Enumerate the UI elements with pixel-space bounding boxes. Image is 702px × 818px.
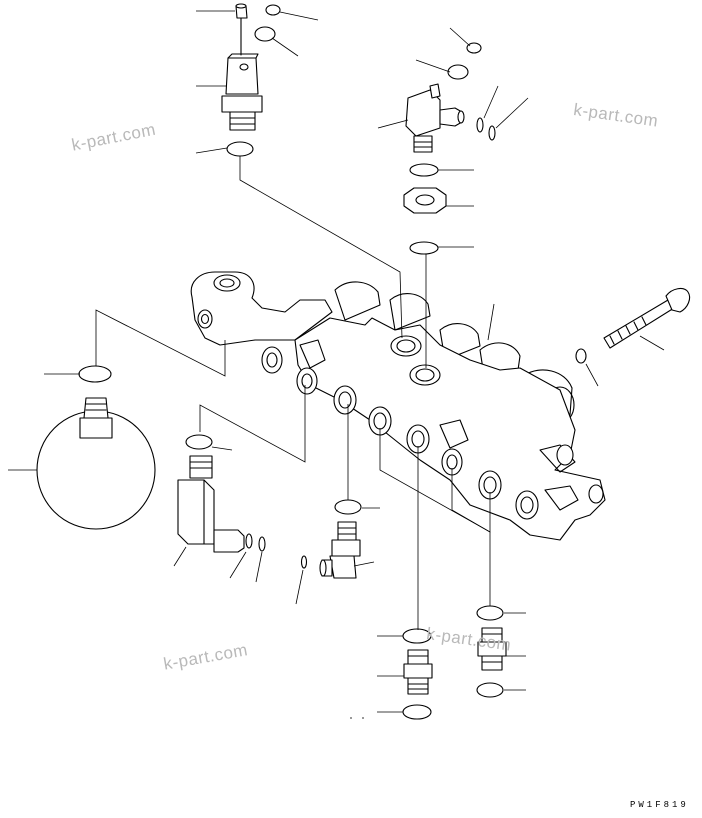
elbow-fitting-center (319, 499, 362, 579)
straight-fitting-right (476, 605, 507, 698)
adapter-block (177, 434, 308, 569)
drawing-code: PW1F819 (630, 800, 689, 810)
leader-lines (8, 10, 665, 719)
elbow-fitting-right (403, 42, 496, 255)
assembly-lines (95, 156, 491, 630)
bolt (575, 287, 691, 364)
straight-fitting-center (402, 628, 433, 720)
accumulator (36, 365, 156, 530)
pressure-switch-left (221, 3, 281, 157)
valve-block (190, 271, 606, 541)
